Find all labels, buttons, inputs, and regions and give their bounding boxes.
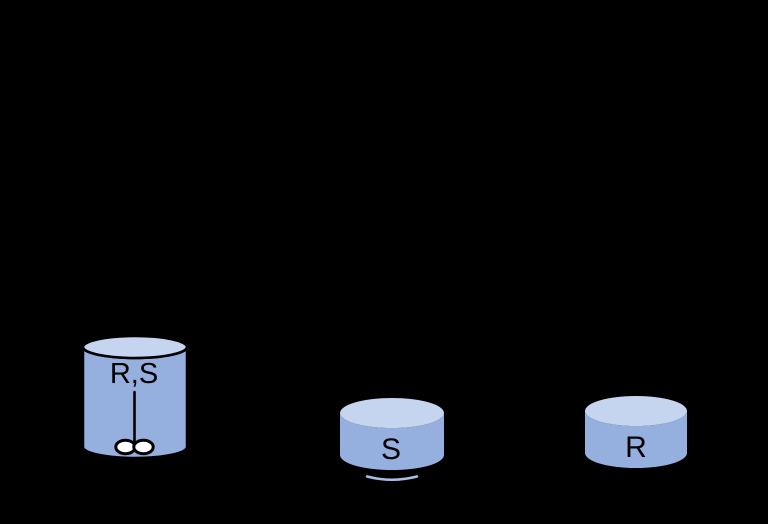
stirrer-blade-left [114, 438, 137, 456]
cylinder-r-body [585, 411, 687, 468]
cylinder-r: R [585, 396, 687, 468]
stirred-tank: R,S [81, 334, 189, 460]
cylinder-s-label: S [381, 433, 401, 466]
stirrer-blade-right [132, 438, 155, 456]
cylinder-r-lid [585, 396, 687, 426]
cylinder-s: S [340, 398, 444, 481]
cylinder-s-shadow [365, 475, 419, 481]
stirred-tank-label: R,S [110, 358, 158, 390]
cylinder-s-lid [340, 398, 444, 428]
cylinder-r-label: R [625, 431, 647, 464]
cylinder-s-body [340, 413, 444, 470]
stirred-tank-lid [81, 334, 189, 360]
stirrer-icon [114, 390, 155, 456]
